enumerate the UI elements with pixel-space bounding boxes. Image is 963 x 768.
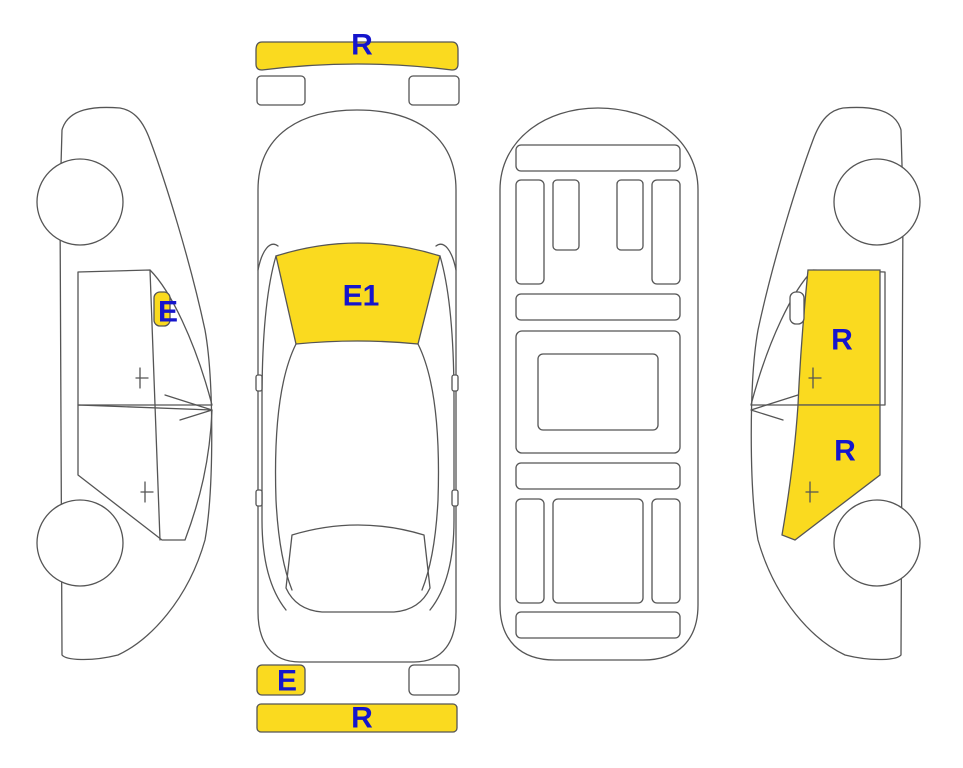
underbody-outline: [499, 107, 699, 661]
underbody-right-front-inner: [616, 179, 644, 251]
rear-window: [285, 524, 431, 613]
left-rear-wheel[interactable]: [36, 499, 124, 587]
right-mirror-stem: [750, 394, 799, 421]
underbody-left-front: [515, 179, 545, 285]
top-body-outline: [257, 109, 457, 663]
underbody-mid-bar: [515, 293, 681, 321]
left-side-view: E: [36, 106, 213, 661]
rear-bumper-label: R: [351, 702, 373, 735]
right-door-handle-top: [451, 374, 459, 392]
underbody-center-inner: [537, 353, 659, 431]
right-mirror[interactable]: [789, 291, 805, 325]
right-side-pillar: [429, 255, 455, 611]
left-mirror-label: E: [158, 296, 178, 329]
underbody-back-bar: [515, 611, 681, 639]
left-side-pillar: [261, 255, 287, 611]
left-side-inner: [274, 343, 297, 591]
right-front-wheel[interactable]: [833, 158, 921, 246]
hood-line-right: [435, 243, 457, 271]
windshield-label: E1: [343, 280, 380, 313]
right-side-view: R R: [750, 106, 921, 661]
front-bumper-panel[interactable]: [255, 41, 459, 71]
top-view: R E1 E R: [255, 29, 460, 735]
right-front-handle: [808, 367, 822, 389]
right-taillight[interactable]: [408, 664, 460, 696]
underbody-right-front: [651, 179, 681, 285]
left-mirror-panel[interactable]: [153, 291, 171, 327]
underbody-view: [499, 107, 699, 661]
right-body-outline: [750, 106, 904, 661]
hood-line-left: [257, 243, 279, 271]
left-b-pillar: [149, 269, 161, 541]
left-mirror-stem: [164, 394, 213, 421]
left-front-wheel[interactable]: [36, 158, 124, 246]
right-front-door-label: R: [834, 435, 856, 468]
underbody-front-bar: [515, 144, 681, 172]
left-rear-door-frame: [77, 404, 213, 541]
left-taillight-label: E: [277, 665, 297, 698]
rear-bumper-panel[interactable]: [256, 703, 458, 733]
right-rear-door-label: R: [831, 324, 853, 357]
right-rear-handle: [805, 481, 819, 503]
underbody-right-rear: [651, 498, 681, 604]
right-front-door-panel[interactable]: [781, 404, 881, 541]
right-rear-wheel[interactable]: [833, 499, 921, 587]
front-bumper-label: R: [351, 29, 373, 62]
underbody-left-rear: [515, 498, 545, 604]
underbody-left-front-inner: [552, 179, 580, 251]
left-body-outline: [59, 106, 213, 661]
underbody-center-rear: [552, 498, 644, 604]
right-side-inner: [417, 343, 440, 591]
left-door-handle-bottom: [255, 489, 263, 507]
left-door-handle-top: [255, 374, 263, 392]
left-front-handle: [135, 367, 149, 389]
left-headlight[interactable]: [256, 75, 306, 106]
right-door-handle-bottom: [451, 489, 459, 507]
left-window-frame: [77, 269, 213, 406]
left-taillight-panel[interactable]: [256, 664, 306, 696]
underbody-rear-bar: [515, 462, 681, 490]
left-rear-handle: [140, 481, 154, 503]
right-headlight[interactable]: [408, 75, 460, 106]
